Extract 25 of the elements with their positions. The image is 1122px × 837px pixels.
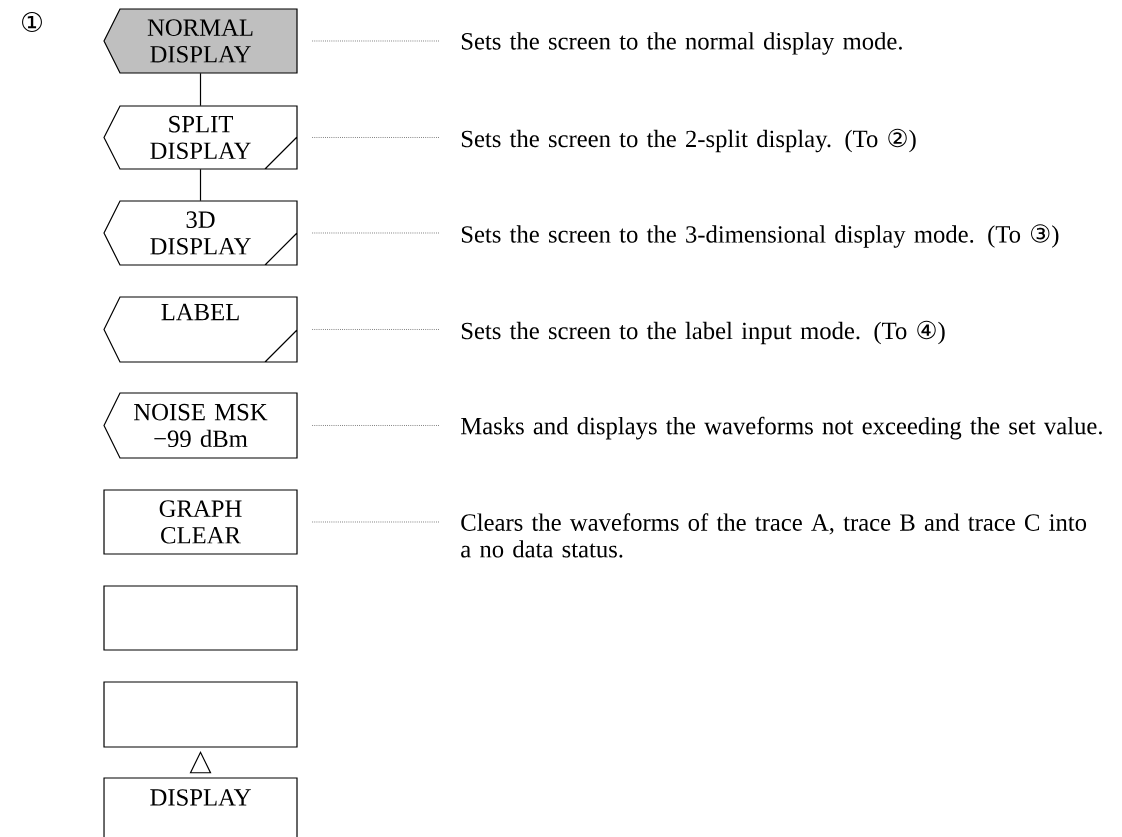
leader-line [311,40,441,42]
leader-line [311,137,441,138]
softkey-button [103,681,298,748]
leader-line [311,329,441,330]
softkey-button: NOISE MSK −99 dBm [103,392,298,459]
softkey-button: NORMAL DISPLAY [103,8,298,74]
softkey-button: SPLIT DISPLAY [103,105,298,170]
connector-line [199,72,202,107]
softkey-button [103,585,298,651]
step-number: ① [22,12,42,32]
softkey-button: 3D DISPLAY [103,200,298,266]
description-text: Clears the waveforms of the trace A, trace B and trace C into a no data status. [461,513,1087,558]
connector-line [199,168,202,202]
triangle-arrow [189,750,212,774]
description-text: Sets the screen to the 2-split display. (To ②) [461,128,916,153]
description-text: Sets the screen to the label input mode. (To ④) [461,320,945,345]
leader-line [311,425,441,426]
leader-line [311,232,441,234]
description-text: Masks and displays the waveforms not exceeding the set value. [461,416,1102,440]
leader-line [311,521,441,523]
softkey-button: DISPLAY [103,777,298,837]
softkey-button: LABEL [103,296,298,363]
description-text: Sets the screen to the 3-dimensional display mode. (To ③) [461,224,1059,248]
description-text: Sets the screen to the normal display mode. [461,32,902,55]
softkey-button: GRAPH CLEAR [103,489,298,555]
